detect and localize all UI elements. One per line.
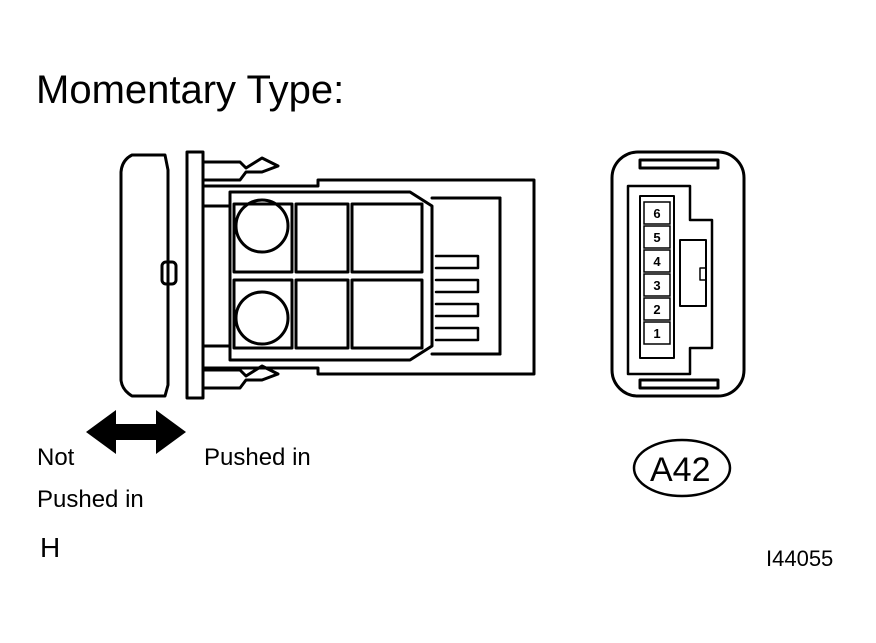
upper-clip bbox=[201, 156, 280, 182]
switch-button-face bbox=[119, 153, 170, 398]
connector-id-ellipse bbox=[632, 438, 732, 498]
pin-2: 2 bbox=[653, 302, 660, 317]
switch-housing bbox=[201, 178, 536, 376]
connector-body bbox=[610, 150, 746, 398]
lower-indicator-lens bbox=[234, 290, 290, 346]
not-pushed-label-line2: Pushed in bbox=[37, 486, 144, 513]
connector-pin-cells bbox=[643, 201, 671, 345]
switch-module bbox=[228, 190, 434, 362]
connector-lock bbox=[679, 239, 707, 307]
upper-indicator-lens bbox=[234, 198, 290, 254]
pin-6: 6 bbox=[653, 206, 660, 221]
switch-flange bbox=[185, 150, 205, 400]
pin-1: 1 bbox=[653, 326, 660, 341]
button-indicator bbox=[160, 260, 178, 286]
switch-state-label: H bbox=[40, 532, 61, 563]
lower-clip bbox=[201, 364, 280, 390]
pushed-in-label: Pushed in bbox=[204, 444, 311, 471]
pin-4: 4 bbox=[653, 254, 661, 269]
connector-id: A42 bbox=[650, 451, 711, 489]
pin-3: 3 bbox=[653, 278, 660, 293]
not-pushed-label-line1: Not bbox=[37, 444, 75, 471]
terminal-pins bbox=[434, 254, 480, 342]
connector-cavity bbox=[626, 184, 714, 376]
pin-5: 5 bbox=[653, 230, 660, 245]
page-title: Momentary Type: bbox=[36, 68, 345, 112]
figure-code: I44055 bbox=[766, 546, 834, 571]
double-arrow-icon bbox=[86, 410, 186, 454]
